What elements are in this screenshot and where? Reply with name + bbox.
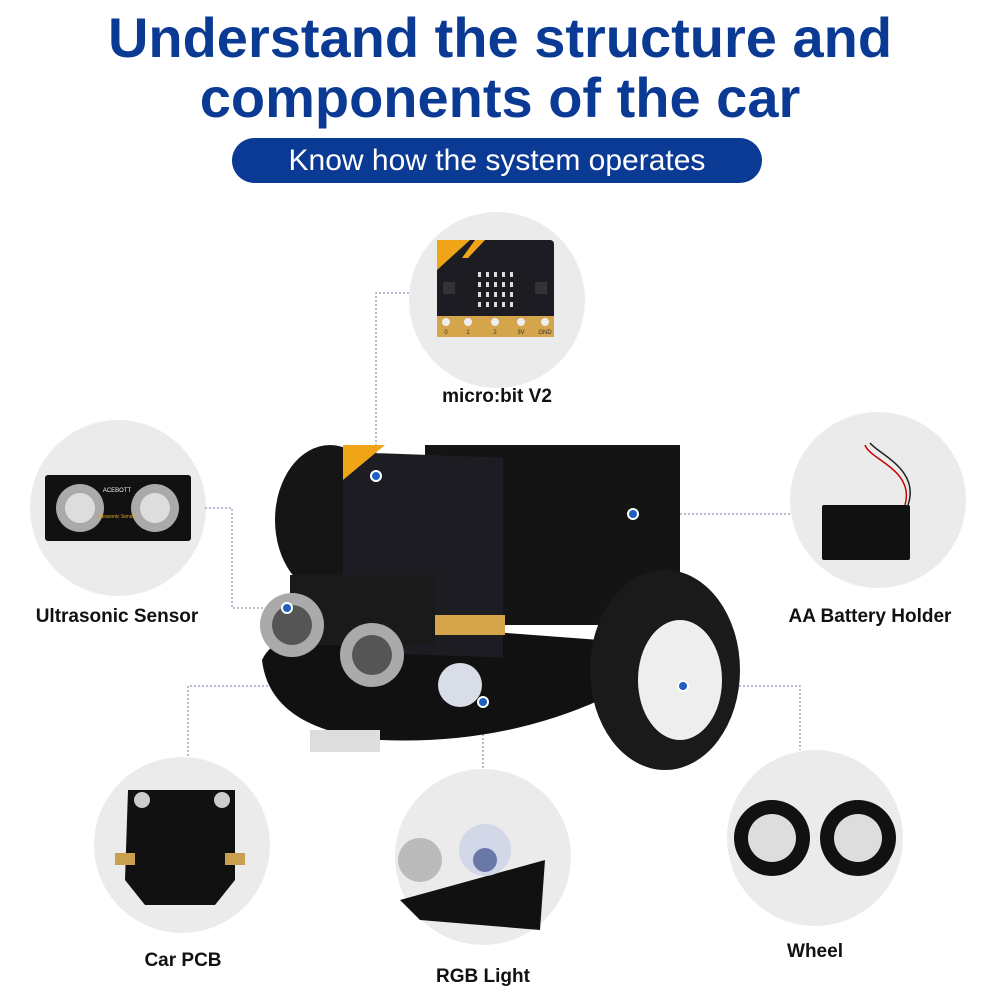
rgb-light-image	[398, 824, 545, 930]
connector-lines	[187, 292, 801, 769]
label-battery: AA Battery Holder	[788, 606, 952, 627]
pin-label-gnd: GND	[538, 330, 552, 336]
microbit-image: 0 1 2 3V GND	[437, 240, 554, 337]
subtitle-pill: Know how the system operates	[232, 138, 762, 183]
label-rgb: RGB Light	[436, 966, 530, 987]
car-image	[260, 445, 740, 770]
label-ultrasonic: Ultrasonic Sensor	[35, 606, 199, 627]
pin-label-3v: 3V	[517, 330, 524, 336]
sensor-module-text: Ultrasonic Sensor	[97, 514, 137, 520]
battery-holder-image	[822, 442, 911, 560]
wheels-image	[734, 800, 896, 876]
title-line-1: Understand the structure and	[107, 6, 893, 69]
label-microbit: micro:bit V2	[442, 386, 552, 407]
label-wheel: Wheel	[787, 941, 843, 962]
pin-label-0: 0	[444, 330, 448, 336]
pin-label-1: 1	[466, 330, 470, 336]
sensor-brand: ACEBOTT	[103, 488, 132, 494]
pin-label-2: 2	[493, 330, 497, 336]
car-pcb-image	[115, 790, 245, 905]
ultrasonic-sensor-image: ACEBOTT Ultrasonic Sensor	[45, 475, 191, 541]
label-pcb: Car PCB	[144, 950, 222, 971]
title-line-2: components of the car	[199, 66, 801, 129]
